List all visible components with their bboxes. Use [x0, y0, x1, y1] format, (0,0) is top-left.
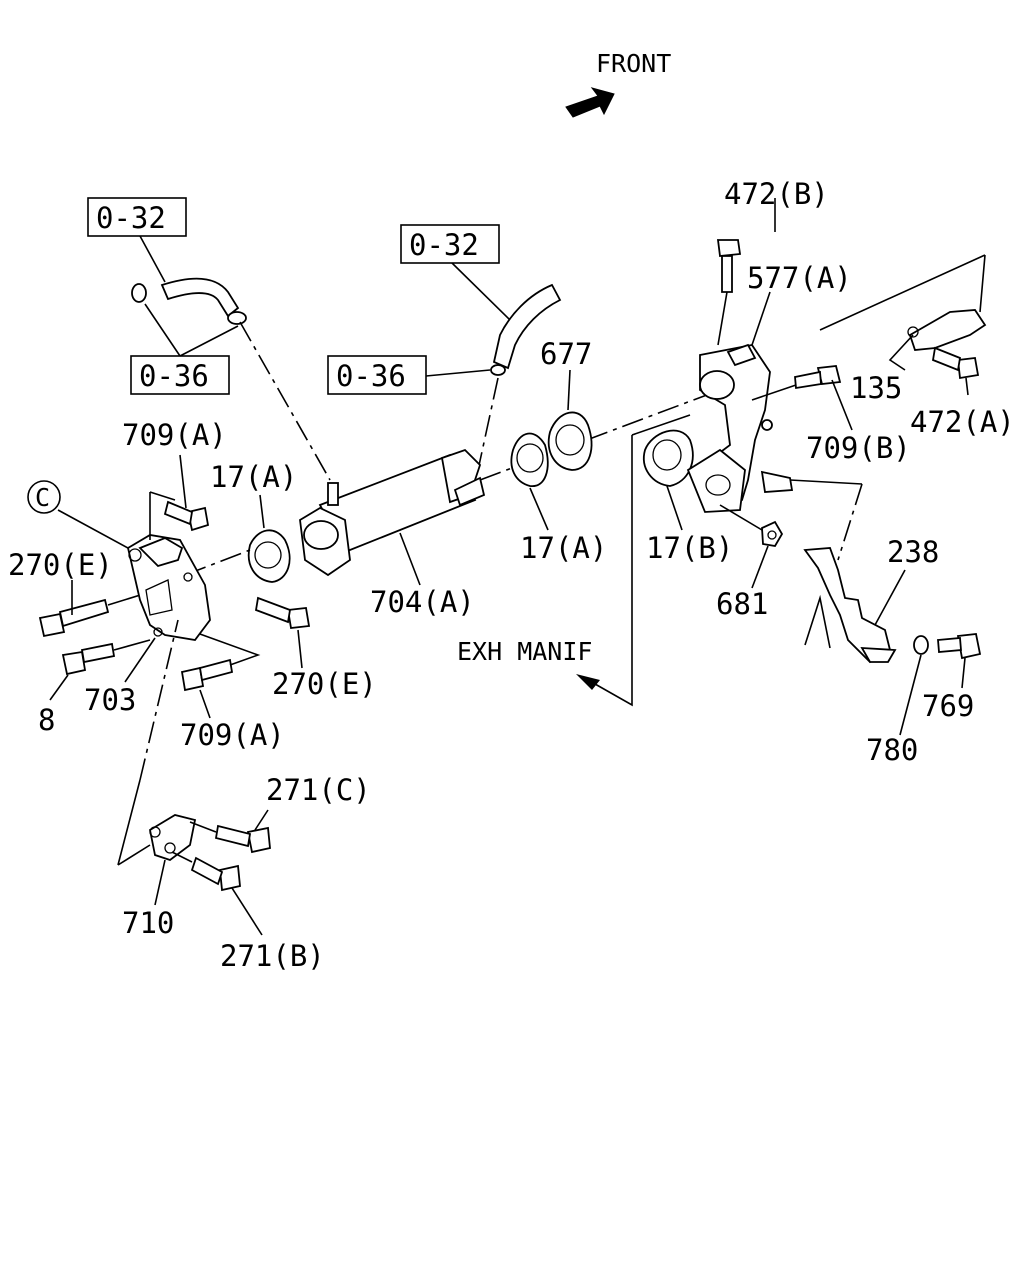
label-238[interactable]: 238: [887, 535, 939, 569]
front-indicator: FRONT: [565, 49, 671, 118]
bolt-472a: [931, 346, 980, 380]
bolt-270e-right: [254, 596, 311, 629]
svg-text:C: C: [35, 483, 50, 512]
right-hose: [425, 262, 562, 471]
svg-text:0-32: 0-32: [409, 228, 479, 262]
bracket-710: [117, 619, 197, 866]
bolt-8: [61, 639, 151, 676]
egr-outlet-pipe: [686, 343, 794, 513]
label-271c[interactable]: 271(C): [266, 773, 371, 807]
label-704a[interactable]: 704(A): [370, 585, 475, 619]
bracket-703: [57, 491, 211, 641]
label-472a[interactable]: 472(A): [910, 405, 1015, 439]
label-8[interactable]: 8: [38, 703, 55, 737]
label-677[interactable]: 677: [540, 337, 592, 371]
label-271b[interactable]: 271(B): [220, 939, 325, 973]
label-270e-right[interactable]: 270(E): [272, 667, 377, 701]
label-703[interactable]: 703: [84, 683, 136, 717]
bolt-709a-bottom: [174, 624, 261, 692]
exh-manif-arrow-icon: [576, 674, 600, 690]
ref-box-032-left[interactable]: 0-32: [87, 197, 187, 237]
label-17b[interactable]: 17(B): [646, 531, 733, 565]
svg-text:0-32: 0-32: [96, 201, 166, 235]
bolt-271b: [171, 851, 241, 892]
label-17a-mid[interactable]: 17(A): [520, 531, 607, 565]
ref-box-032-right[interactable]: 0-32: [400, 224, 500, 264]
ref-circle-c[interactable]: C: [27, 480, 61, 514]
label-135[interactable]: 135: [850, 371, 902, 405]
gasket-17a-mid: [510, 432, 549, 487]
gasket-17b: [643, 429, 694, 487]
bolt-271c: [189, 821, 271, 854]
washer-780: [913, 635, 929, 655]
nut-681: [719, 504, 784, 547]
svg-text:0-36: 0-36: [336, 359, 406, 393]
label-709b[interactable]: 709(B): [806, 431, 911, 465]
gasket-17a-left: [184, 529, 291, 583]
bolt-769: [937, 633, 982, 660]
label-769[interactable]: 769: [922, 689, 974, 723]
label-780[interactable]: 780: [866, 733, 918, 767]
label-17a-left[interactable]: 17(A): [210, 460, 297, 494]
front-arrow-icon: [565, 87, 615, 118]
label-577a[interactable]: 577(A): [747, 261, 852, 295]
leader-lines: [49, 198, 969, 936]
front-label: FRONT: [596, 49, 671, 78]
bolt-472b: [716, 239, 742, 346]
left-hose: [131, 235, 331, 481]
label-710[interactable]: 710: [122, 906, 174, 940]
ref-box-036-left[interactable]: 0-36: [130, 355, 230, 395]
heat-shield-238: [789, 479, 897, 664]
svg-text:0-36: 0-36: [139, 359, 209, 393]
label-681[interactable]: 681: [716, 587, 768, 621]
bolt-270e-left: [38, 591, 151, 638]
bolt-709b: [751, 365, 842, 401]
gasket-677: [547, 411, 593, 471]
label-709a-top[interactable]: 709(A): [122, 418, 227, 452]
label-709a-bottom[interactable]: 709(A): [180, 718, 285, 752]
ref-box-036-right[interactable]: 0-36: [327, 355, 427, 395]
label-270e-left[interactable]: 270(E): [8, 548, 113, 582]
label-472b[interactable]: 472(B): [724, 177, 829, 211]
bracket-135: [819, 254, 987, 351]
part-labels: 472(B) 577(A) 677 135 472(A) 709(B) 709(…: [8, 177, 1015, 973]
exh-manif-label: EXH MANIF: [457, 637, 592, 666]
exh-manif-indicator: EXH MANIF: [457, 414, 691, 707]
bolt-709a-top: [163, 500, 210, 532]
